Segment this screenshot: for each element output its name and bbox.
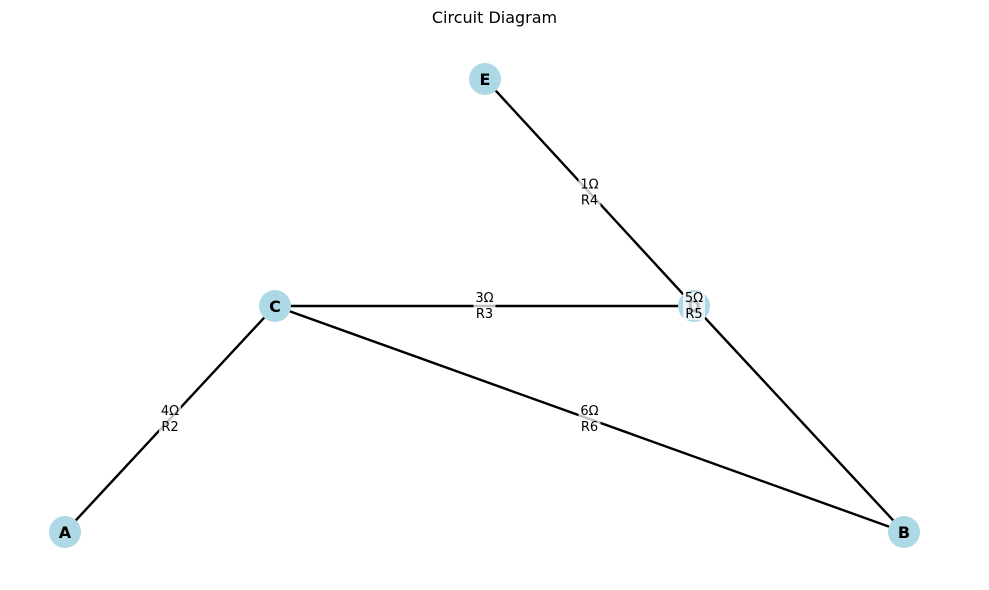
edge-resistance-label: 1Ω [580, 178, 598, 193]
diagram-title: Circuit Diagram [431, 8, 558, 27]
node-c: C [259, 290, 291, 322]
edge-d-b [693, 305, 905, 533]
edge-resistance-label: 3Ω [475, 291, 493, 306]
edge-label-background [159, 405, 181, 433]
node-label: E [480, 70, 491, 89]
edge-name-label: R4 [581, 194, 598, 209]
edge-label-background [683, 292, 705, 320]
node-b: B [888, 516, 920, 548]
edge-label-background [578, 178, 601, 207]
edge-label-background [578, 405, 601, 433]
node-circle [469, 63, 501, 95]
node-label: A [59, 523, 72, 542]
node-e: E [469, 63, 501, 95]
node-label: C [269, 297, 281, 316]
edge-name-label: R6 [581, 420, 598, 435]
node-label: B [898, 523, 910, 542]
edge-name-label: R5 [685, 307, 702, 322]
node-circle [259, 290, 291, 322]
node-circle [888, 516, 920, 548]
edge-resistance-label: 5Ω [685, 291, 703, 306]
edge-name-label: R2 [161, 420, 178, 435]
edge-label-background [473, 292, 496, 320]
edge-resistance-label: 4Ω [161, 404, 179, 419]
edge-resistance-label: 6Ω [580, 404, 598, 419]
node-a: A [49, 516, 81, 548]
node-circle [49, 516, 81, 548]
edge-name-label: R3 [476, 307, 493, 322]
